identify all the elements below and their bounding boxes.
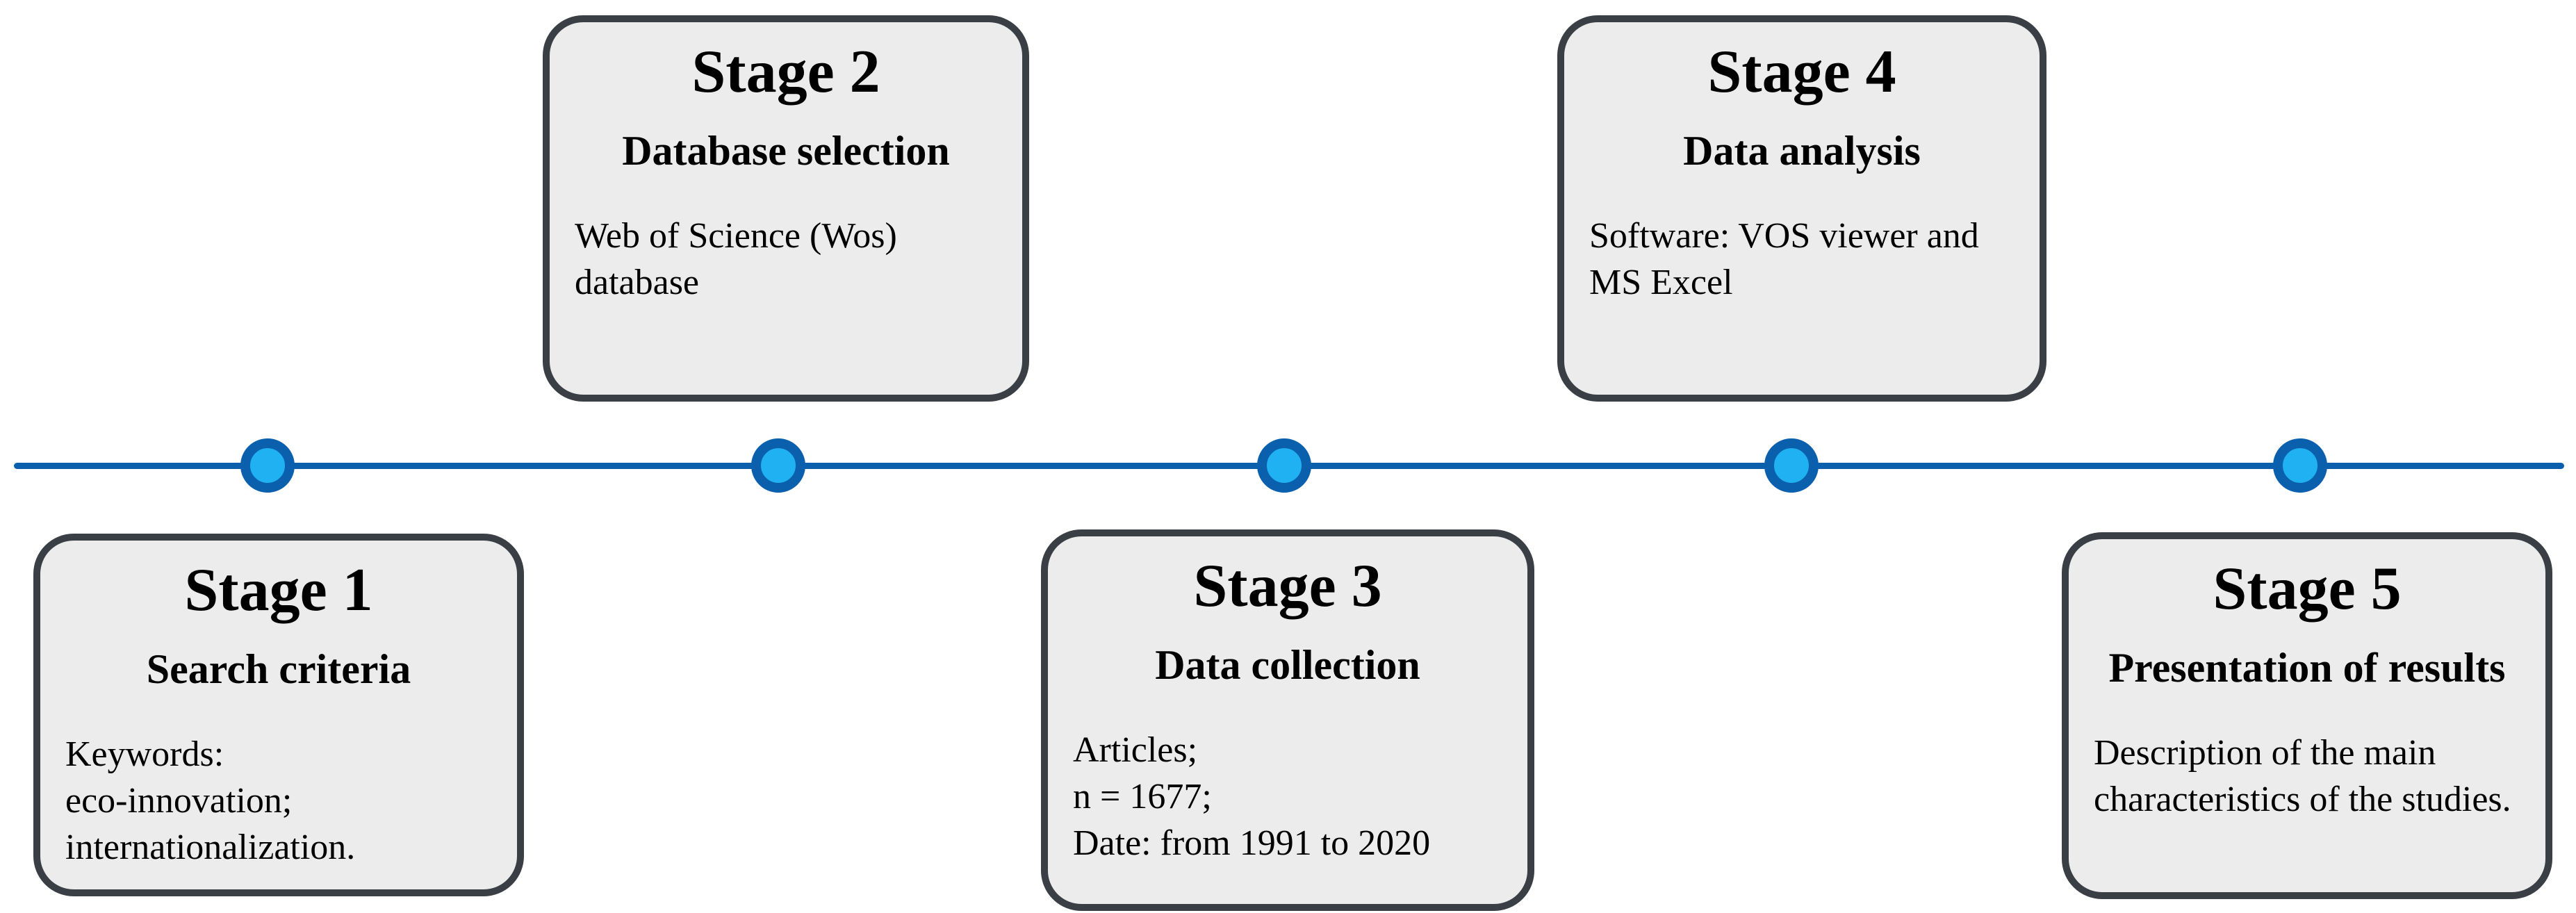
stage-3-subtitle: Data collection xyxy=(1155,642,1420,688)
stage-1-subtitle: Search criteria xyxy=(146,646,411,692)
timeline-node-3 xyxy=(1257,438,1311,493)
stage-4-title: Stage 4 xyxy=(1707,38,1896,106)
timeline-node-2 xyxy=(751,438,805,493)
timeline-node-5 xyxy=(2273,438,2327,493)
stage-2-title: Stage 2 xyxy=(691,38,880,106)
stage-1-title: Stage 1 xyxy=(184,557,373,624)
stage-5-box: Stage 5 Presentation of results Descript… xyxy=(2062,532,2552,899)
stage-3-title: Stage 3 xyxy=(1193,552,1382,620)
timeline-node-1 xyxy=(240,438,295,493)
stage-4-box: Stage 4 Data analysis Software: VOS view… xyxy=(1557,15,2046,402)
stage-3-body: Articles; n = 1677; Date: from 1991 to 2… xyxy=(1073,730,1431,863)
stage-5-body: Description of the main characteristics … xyxy=(2094,733,2511,819)
stage-1-body: Keywords: eco-innovation; internationali… xyxy=(65,734,356,867)
stage-2-subtitle: Database selection xyxy=(622,128,950,174)
stage-5-subtitle: Presentation of results xyxy=(2108,645,2506,691)
timeline-node-4 xyxy=(1764,438,1819,493)
stage-5-title: Stage 5 xyxy=(2213,555,2402,623)
stage-1-box: Stage 1 Search criteria Keywords: eco-in… xyxy=(33,534,524,896)
stage-2-box: Stage 2 Database selection Web of Scienc… xyxy=(543,15,1029,402)
stage-2-body: Web of Science (Wos) database xyxy=(575,216,897,302)
stage-3-box: Stage 3 Data collection Articles; n = 16… xyxy=(1041,529,1534,911)
stage-4-subtitle: Data analysis xyxy=(1683,128,1921,174)
stage-4-body: Software: VOS viewer and MS Excel xyxy=(1589,216,1979,302)
